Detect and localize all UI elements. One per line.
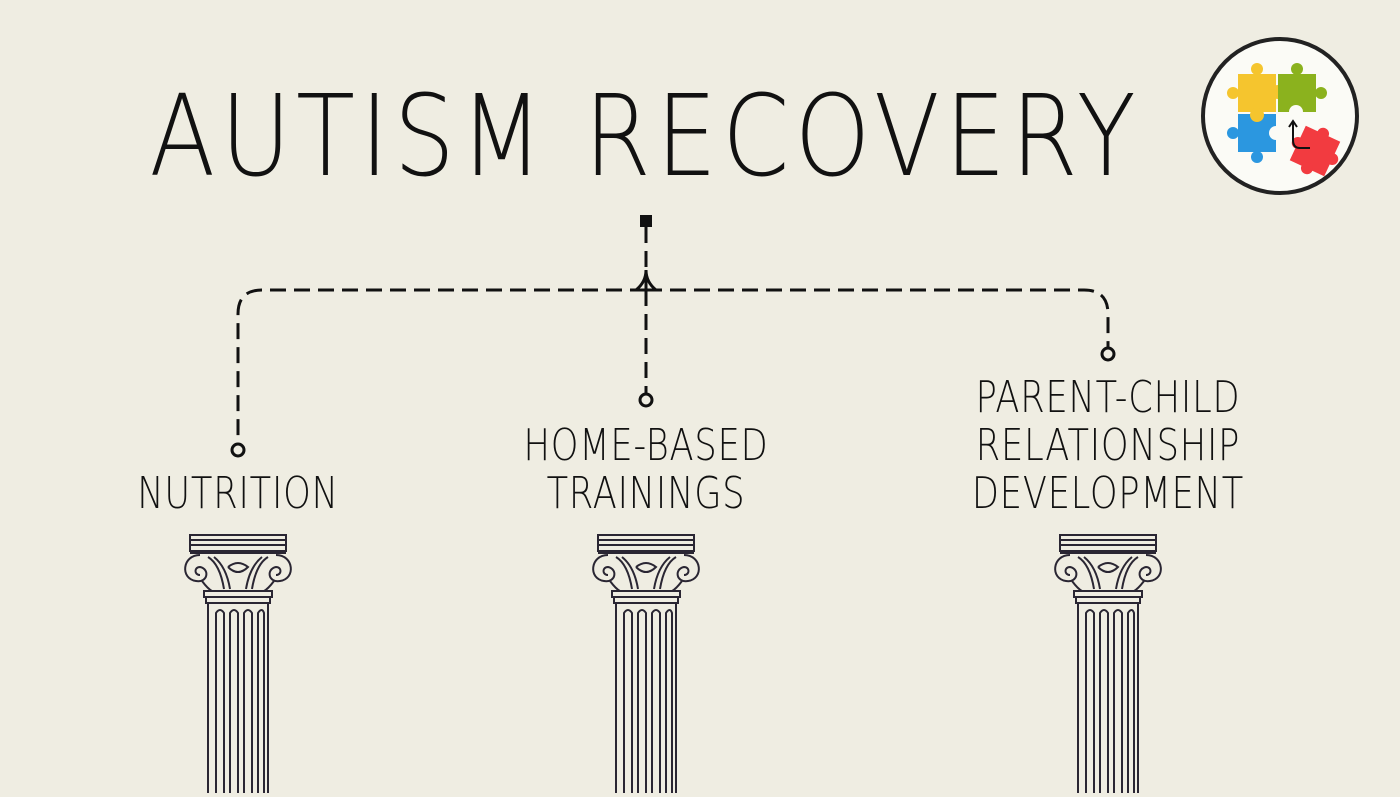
pillar-label-home-based-trainings: HOME-BASED TRAININGS <box>486 422 806 518</box>
column-icon <box>586 533 706 793</box>
column-icon <box>178 533 298 793</box>
label-line: HOME-BASED <box>523 420 769 471</box>
puzzle-logo-icon <box>1201 37 1359 195</box>
page-title: AUTISM RECOVERY <box>149 72 1141 202</box>
label-line: RELATIONSHIP <box>975 420 1241 471</box>
endpoint-right <box>1100 346 1116 362</box>
column-icon <box>1048 533 1168 793</box>
arrow-up-icon <box>635 269 657 292</box>
pillar-label-nutrition: NUTRITION <box>78 470 398 518</box>
label-line: PARENT-CHILD <box>975 372 1241 423</box>
endpoint-middle <box>638 392 654 408</box>
pillar-label-parent-child: PARENT-CHILD RELATIONSHIP DEVELOPMENT <box>948 374 1268 518</box>
connector-right <box>646 288 1110 348</box>
endpoint-left <box>230 442 246 458</box>
label-line: TRAININGS <box>546 468 746 519</box>
label-line: DEVELOPMENT <box>971 468 1245 519</box>
connector-left <box>236 288 646 444</box>
label-line: NUTRITION <box>137 468 339 519</box>
root-node-square <box>640 215 652 227</box>
